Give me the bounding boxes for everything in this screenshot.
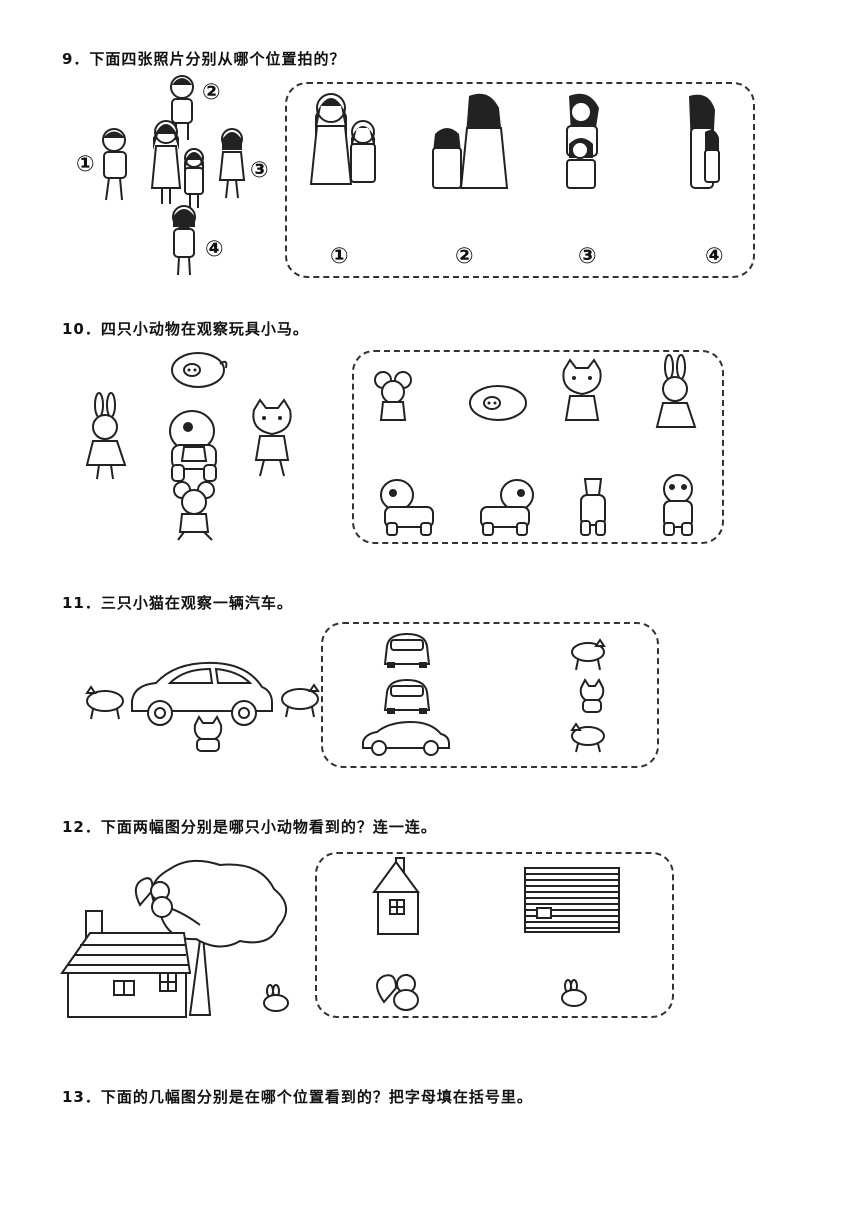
q9-photo-2 [432,93,509,189]
q12-house [60,910,192,1018]
q9-person-2 [170,75,194,140]
question-13-title: 13．下面的几幅图分别是在哪个位置看到的？把字母填在括号里。 [62,1088,533,1106]
q9-photo-label-2: ② [455,244,474,269]
q12-option-rabbit [561,979,587,1007]
q10-option-mouse [374,371,412,421]
q11-cat-right [281,683,320,718]
q9-scene-label-3: ③ [250,158,269,183]
q10-cat [252,398,292,477]
q10-rabbit [85,392,127,480]
q9-photo-label-4: ④ [705,244,724,269]
question-10-title: 10．四只小动物在观察玩具小马。 [62,320,309,338]
q11-option-cat-2 [579,678,605,713]
q9-person-4 [172,205,196,276]
q11-car-front-1 [383,632,431,668]
q11-car-front-2 [383,678,431,714]
q11-cat-bottom [193,715,223,752]
q10-horse-view-4 [663,474,693,536]
question-9-title: 9．下面四张照片分别从哪个位置拍的？ [62,50,346,68]
q9-photo-label-3: ③ [578,244,597,269]
q10-option-cat [562,358,602,421]
q10-horse-view-1 [380,479,434,536]
q11-car-side [131,661,273,726]
q9-photos-box [285,82,755,278]
question-11-title: 11．三只小猫在观察一辆汽车。 [62,594,293,612]
q10-option-rabbit [655,354,697,428]
q10-horse-view-3 [580,478,606,536]
q12-tree [151,859,287,1016]
q9-person-3 [218,128,246,199]
q9-scene-label-4: ④ [205,237,224,262]
q12-roof-top-view [524,867,620,933]
q9-mother [150,120,182,204]
q11-car-side-small [362,720,450,756]
q10-mouse [173,481,215,541]
q11-option-cat-3 [570,722,605,753]
q12-option-squirrel [376,974,419,1011]
q11-options-illustration [362,632,606,756]
q10-pig [171,352,228,388]
q12-scene-illustration [60,859,289,1018]
q9-photos-illustration [309,93,720,189]
q11-cat-left [85,685,124,720]
q9-scene-label-1: ① [76,152,95,177]
q12-rabbit-on-ground [263,984,289,1012]
q10-options-box [352,350,724,544]
q9-scene-illustration [102,75,246,276]
q12-options-illustration [372,857,620,1011]
q9-girl [184,148,204,208]
q11-scene-illustration [85,661,320,752]
q9-scene-label-2: ② [202,80,221,105]
question-12-title: 12．下面两幅图分别是哪只小动物看到的？连一连。 [62,818,437,836]
q9-photo-4 [689,94,720,189]
q10-option-pig [469,385,527,421]
q10-options-illustration [374,354,697,536]
q12-house-front-view [372,857,420,935]
q12-squirrel-on-tree [134,877,173,918]
q9-person-1 [102,128,127,201]
q9-photo-3 [566,93,599,189]
q10-scene-illustration [85,352,292,541]
q11-options-box [321,622,659,768]
q12-options-box [315,852,674,1018]
q9-photo-1 [309,93,376,185]
q10-horse-view-2 [480,479,534,536]
q9-photo-label-1: ① [330,244,349,269]
q10-horse [169,410,217,482]
q11-option-cat-1 [571,638,606,671]
